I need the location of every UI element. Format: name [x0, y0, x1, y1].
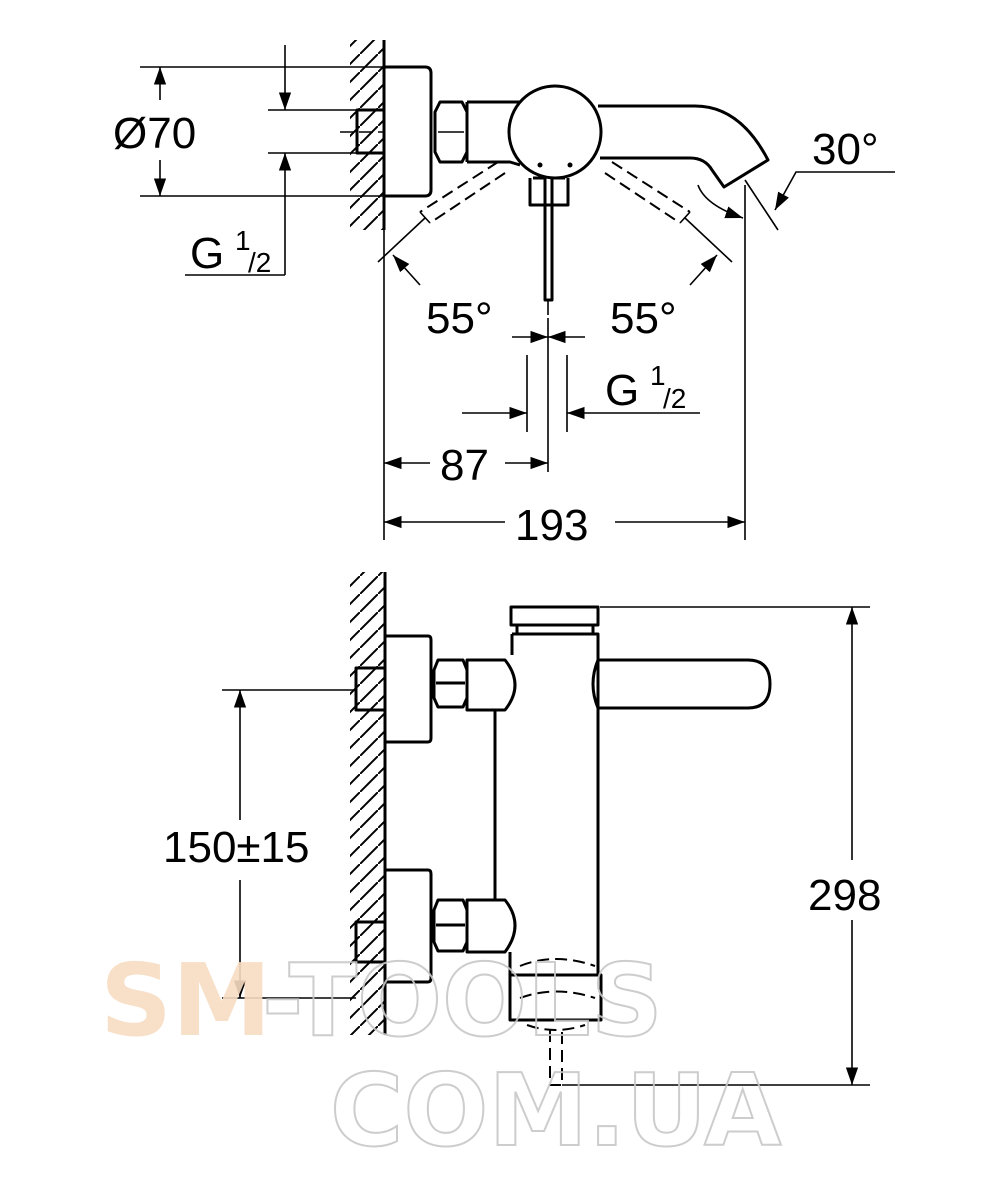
- connector-arm: [467, 100, 521, 167]
- spout: [598, 104, 770, 189]
- thread-label-left: G: [190, 229, 224, 278]
- thread-label-bottom: G: [605, 366, 639, 415]
- wall-hatch: [350, 40, 384, 230]
- lower-rosette: [385, 868, 433, 984]
- mixer-body: [493, 632, 600, 975]
- thread-bottom-sub: /2: [663, 383, 686, 414]
- lower-hex-nut: [432, 898, 469, 953]
- dim-87: 87: [440, 441, 489, 490]
- lower-inlet-pipe: [354, 920, 387, 964]
- height-label: 298: [808, 871, 881, 920]
- wall-rosette: [384, 65, 433, 198]
- top-view: Ø70 G 1 /2 55° 55° 30° G 1 /2 87 193: [113, 40, 895, 550]
- mixer-body-circle: [507, 84, 603, 180]
- inlet-spacing-label: 150±15: [163, 823, 310, 872]
- angle-left-label: 55°: [426, 294, 493, 343]
- thread-left-sup: 1: [235, 225, 251, 256]
- upper-connector: [465, 658, 517, 712]
- upper-hex-nut: [432, 658, 469, 709]
- thread-left-sub: /2: [248, 247, 271, 278]
- watermark: SM -TOOLS COM.UA: [100, 941, 782, 1170]
- angle-right-label: 55°: [610, 294, 677, 343]
- upper-inlet-pipe: [354, 666, 387, 712]
- dim-193: 193: [515, 501, 588, 550]
- thread-bottom-sup: 1: [650, 360, 666, 391]
- spout-angle-label: 30°: [812, 125, 879, 174]
- diverter-pin: [526, 1024, 586, 1086]
- diverter: [508, 973, 603, 1022]
- lower-connector: [465, 898, 517, 954]
- lever-handle: [591, 658, 772, 710]
- hex-nut: [433, 100, 469, 164]
- watermark-tools: -TOOLS: [262, 942, 663, 1059]
- side-view: 150±15 298: [163, 572, 881, 1086]
- upper-rosette: [385, 634, 433, 744]
- watermark-sm: SM: [100, 942, 272, 1059]
- watermark-domain: COM.UA: [330, 1052, 781, 1169]
- diameter-label: Ø70: [113, 109, 196, 158]
- top-cap: [509, 605, 600, 627]
- lever-handle: [528, 176, 570, 302]
